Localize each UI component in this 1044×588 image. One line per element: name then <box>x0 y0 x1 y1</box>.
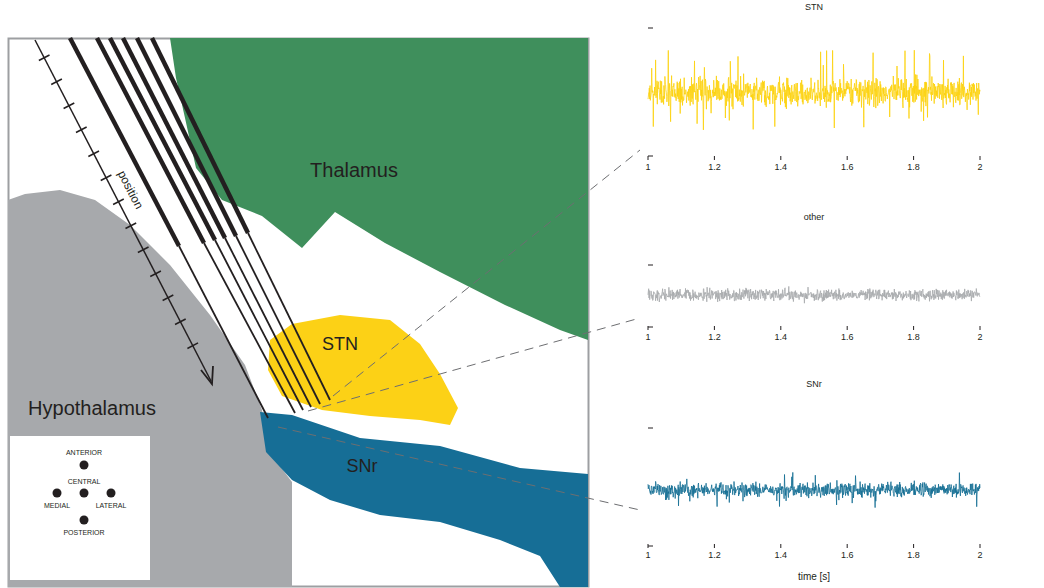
x-tick <box>847 156 848 160</box>
tick-label: 1 <box>645 551 650 561</box>
key-label: CENTRAL <box>68 478 101 486</box>
x-tick <box>714 156 715 160</box>
axis-tick <box>64 103 75 109</box>
x-tick <box>648 326 649 330</box>
axis-tick <box>39 55 50 61</box>
axis-tick <box>101 175 112 181</box>
tick-label: 1.8 <box>907 333 920 343</box>
y-tick <box>648 156 653 157</box>
y-tick <box>648 327 653 328</box>
x-tick <box>780 544 781 548</box>
tick-label: 1.6 <box>841 551 854 561</box>
key-dot <box>80 516 89 525</box>
key-label: LATERAL <box>96 502 127 510</box>
x-tick <box>714 326 715 330</box>
x-tick <box>980 156 981 160</box>
tick-label: 2 <box>977 551 982 561</box>
stn-trace <box>648 50 980 130</box>
tick-label: 2 <box>977 333 982 343</box>
panel-frame <box>9 39 589 587</box>
key-label: MEDIAL <box>44 502 70 510</box>
axis-tick <box>113 199 124 205</box>
x-tick <box>648 544 649 548</box>
region-label: Hypothalamus <box>28 397 156 419</box>
region-shape <box>260 412 588 587</box>
tick-label: 1.8 <box>907 551 920 561</box>
tick-label: 1.2 <box>708 333 721 343</box>
x-tick <box>913 156 914 160</box>
x-tick <box>913 326 914 330</box>
thalamus-region: Thalamus <box>168 38 588 344</box>
y-tick <box>648 265 653 266</box>
x-tick <box>847 326 848 330</box>
tick-label: 2 <box>977 163 982 173</box>
x-tick <box>913 544 914 548</box>
tick-label: 1.8 <box>907 163 920 173</box>
x-tick <box>648 156 649 160</box>
axis-title: time [s] <box>798 571 830 582</box>
axis-tick <box>51 79 62 85</box>
tick-label: 1.4 <box>775 333 788 343</box>
plot-title: SNr <box>806 380 822 390</box>
key-label: POSTERIOR <box>63 529 104 537</box>
tick-label: 1.4 <box>775 163 788 173</box>
key-dot <box>107 489 116 498</box>
orientation-key <box>10 436 150 580</box>
other-trace <box>648 286 980 303</box>
x-tick <box>980 544 981 548</box>
key-label: ANTERIOR <box>66 449 102 457</box>
tick-label: 1.4 <box>775 551 788 561</box>
key-dot <box>80 461 89 470</box>
tick-label: 1.6 <box>841 163 854 173</box>
region-outline <box>168 38 588 344</box>
x-tick <box>714 544 715 548</box>
region-label: STN <box>322 335 358 355</box>
plot-title: other <box>804 213 825 223</box>
snr-trace <box>648 472 980 507</box>
region-shape <box>268 315 458 425</box>
region-label: SNr <box>347 457 378 477</box>
tick-label: 1 <box>645 163 650 173</box>
y-tick <box>648 28 653 29</box>
region-label: Thalamus <box>310 159 398 181</box>
key-dot <box>53 489 62 498</box>
tick-label: 1.2 <box>708 163 721 173</box>
region-shape <box>170 38 588 340</box>
tick-label: 1.6 <box>841 333 854 343</box>
y-tick <box>648 428 653 429</box>
x-tick <box>980 326 981 330</box>
axis-tick <box>76 127 87 133</box>
x-tick <box>847 544 848 548</box>
snr-region: SNr <box>258 408 588 587</box>
x-tick <box>780 156 781 160</box>
y-tick <box>648 546 653 547</box>
plot-title: STN <box>805 3 823 13</box>
x-tick <box>780 326 781 330</box>
key-box <box>10 436 150 580</box>
tick-label: 1.2 <box>708 551 721 561</box>
key-dot <box>80 489 89 498</box>
region-shape <box>8 190 292 587</box>
region-outline <box>258 408 588 587</box>
axis-tick <box>88 151 99 157</box>
tick-label: 1 <box>645 333 650 343</box>
